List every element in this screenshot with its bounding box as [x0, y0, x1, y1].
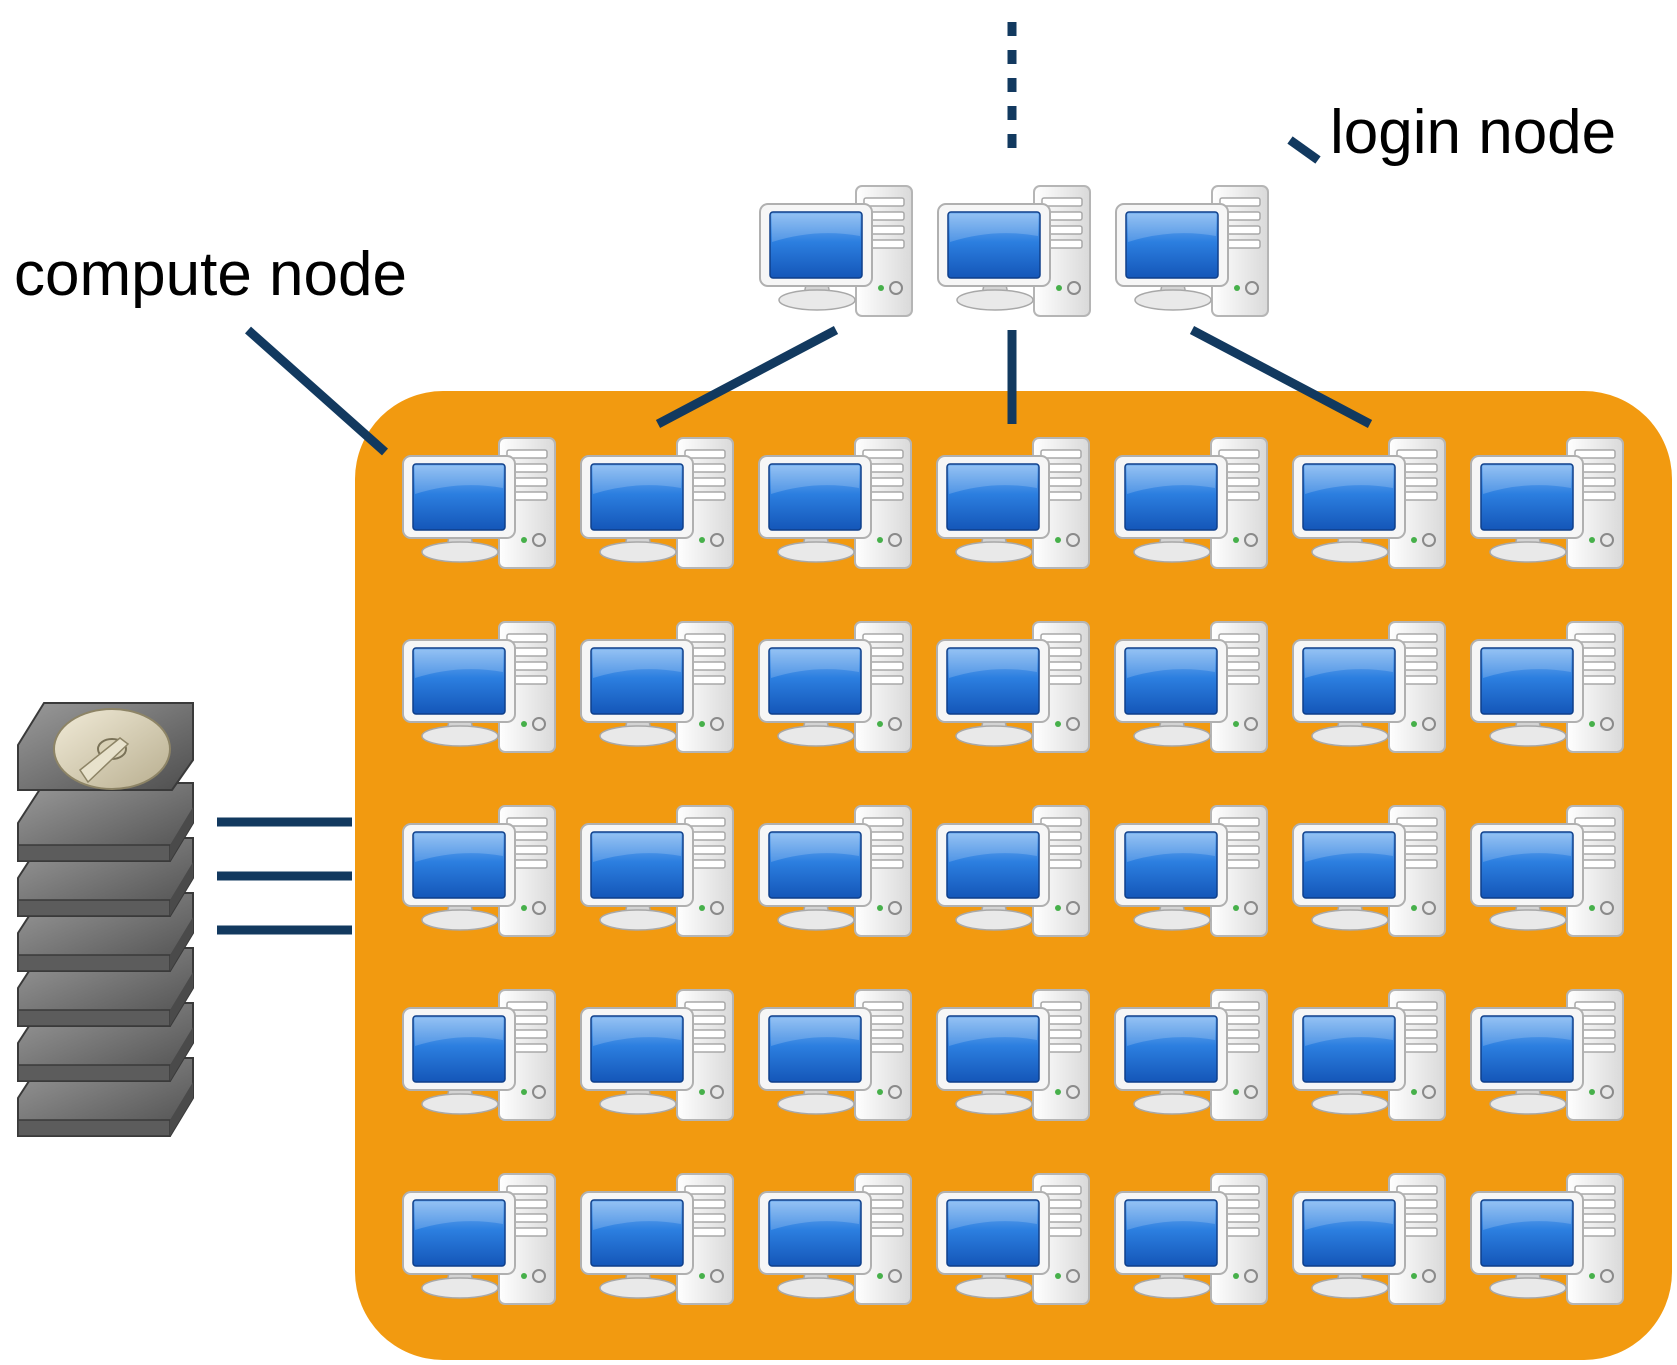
compute-node-5-6-icon[interactable]: [1292, 1173, 1446, 1305]
compute-node-3-1-icon[interactable]: [402, 805, 556, 937]
compute-node-2-7-icon[interactable]: [1470, 621, 1624, 753]
compute-node-1-3-icon[interactable]: [758, 437, 912, 569]
compute-node-1-7-icon[interactable]: [1470, 437, 1624, 569]
compute-node-1-6-icon[interactable]: [1292, 437, 1446, 569]
compute-node-4-1-icon[interactable]: [402, 989, 556, 1121]
storage-stack: [17, 702, 194, 1137]
login-node-3-icon[interactable]: [1115, 185, 1269, 317]
compute-node-label: compute node: [14, 240, 407, 309]
compute-node-1-1-icon[interactable]: [402, 437, 556, 569]
compute-node-2-5-icon[interactable]: [1114, 621, 1268, 753]
compute-node-3-7-icon[interactable]: [1470, 805, 1624, 937]
compute-node-1-4-icon[interactable]: [936, 437, 1090, 569]
compute-node-3-6-icon[interactable]: [1292, 805, 1446, 937]
compute-node-5-4-icon[interactable]: [936, 1173, 1090, 1305]
compute-node-3-2-icon[interactable]: [580, 805, 734, 937]
compute-node-4-5-icon[interactable]: [1114, 989, 1268, 1121]
login-node-1-icon[interactable]: [759, 185, 913, 317]
compute-node-1-2-icon[interactable]: [580, 437, 734, 569]
login-link-left: [655, 326, 839, 428]
compute-node-5-3-icon[interactable]: [758, 1173, 912, 1305]
compute-node-1-5-icon[interactable]: [1114, 437, 1268, 569]
compute-node-3-5-icon[interactable]: [1114, 805, 1268, 937]
login-node-2-icon[interactable]: [937, 185, 1091, 317]
compute-node-5-2-icon[interactable]: [580, 1173, 734, 1305]
compute-node-4-4-icon[interactable]: [936, 989, 1090, 1121]
login-node-label: login node: [1330, 98, 1617, 167]
compute-node-2-2-icon[interactable]: [580, 621, 734, 753]
compute-node-4-7-icon[interactable]: [1470, 989, 1624, 1121]
compute-node-3-4-icon[interactable]: [936, 805, 1090, 937]
hard-disk-1-icon[interactable]: [17, 702, 194, 862]
compute-node-3-3-icon[interactable]: [758, 805, 912, 937]
compute-node-4-6-icon[interactable]: [1292, 989, 1446, 1121]
compute-node-2-4-icon[interactable]: [936, 621, 1090, 753]
compute-node-2-6-icon[interactable]: [1292, 621, 1446, 753]
compute-node-2-1-icon[interactable]: [402, 621, 556, 753]
login-nodes: [759, 185, 1269, 317]
compute-node-2-3-icon[interactable]: [758, 621, 912, 753]
compute-node-5-1-icon[interactable]: [402, 1173, 556, 1305]
network-links: [217, 22, 1373, 935]
compute-node-4-3-icon[interactable]: [758, 989, 912, 1121]
compute-node-4-2-icon[interactable]: [580, 989, 734, 1121]
login-link-right: [1189, 326, 1373, 428]
compute-node-5-5-icon[interactable]: [1114, 1173, 1268, 1305]
login-node-leader-line: [1287, 136, 1321, 164]
compute-node-5-7-icon[interactable]: [1470, 1173, 1624, 1305]
compute-node-leader-line: [245, 326, 388, 456]
